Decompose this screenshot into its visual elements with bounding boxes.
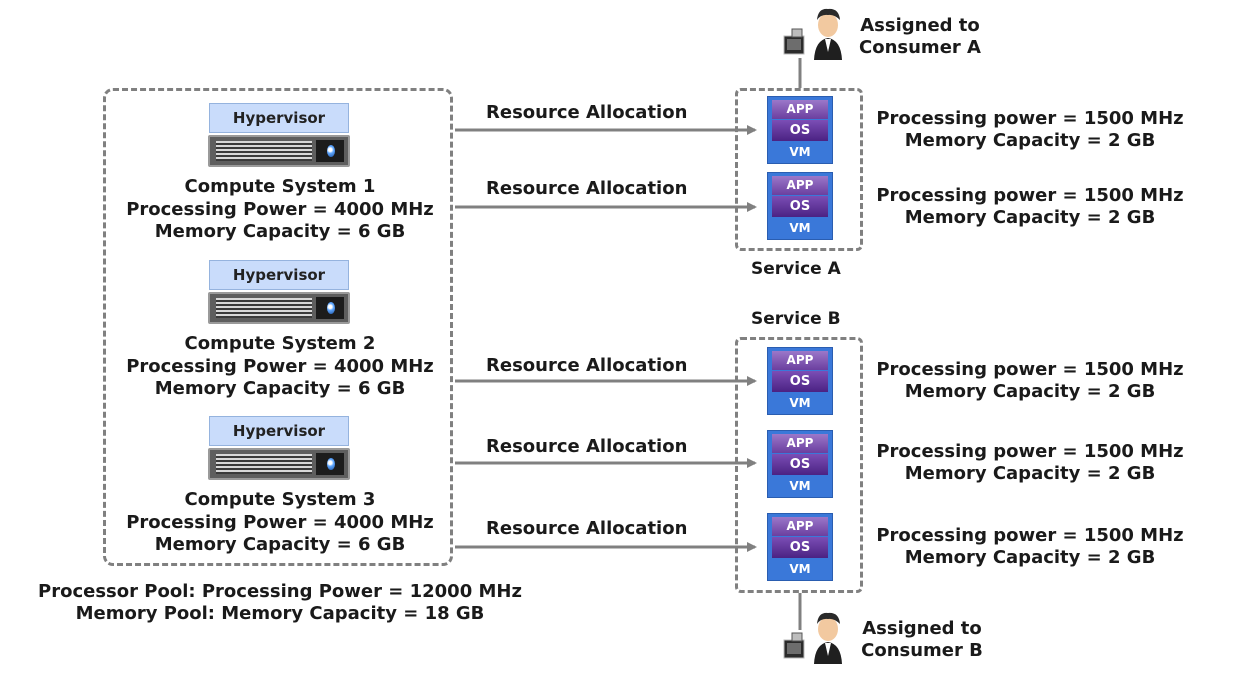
vm-processing: Processing power = 1500 MHz [876, 108, 1184, 129]
compute-system-memory: Memory Capacity = 6 GB [154, 534, 406, 555]
vm-os-layer: OS [772, 454, 828, 475]
vm-icon: APP OS VM [767, 96, 833, 164]
compute-system-info: Compute System 3 Processing Power = 4000… [100, 489, 460, 557]
vm-icon: APP OS VM [767, 430, 833, 498]
compute-system-info: Compute System 1 Processing Power = 4000… [100, 176, 460, 244]
allocation-label: Resource Allocation [486, 518, 688, 539]
vm-app-layer: APP [772, 176, 828, 195]
hypervisor-label: Hypervisor [209, 416, 349, 446]
vm-label: VM [789, 479, 811, 493]
allocation-label: Resource Allocation [486, 102, 688, 123]
consumer-b-label: Assigned to Consumer B [847, 618, 997, 662]
vm-icon: APP OS VM [767, 347, 833, 415]
vm-spec: Processing power = 1500 MHz Memory Capac… [864, 108, 1196, 152]
vm-app-layer: APP [772, 434, 828, 453]
resource-pool-box [103, 88, 453, 566]
vm-memory: Memory Capacity = 2 GB [904, 207, 1156, 228]
vm-app-layer: APP [772, 517, 828, 536]
consumer-b-line1: Assigned to [862, 618, 982, 639]
vm-spec: Processing power = 1500 MHz Memory Capac… [864, 525, 1196, 569]
vm-memory: Memory Capacity = 2 GB [904, 381, 1156, 402]
server-icon [208, 135, 350, 167]
compute-system-processing: Processing Power = 4000 MHz [126, 355, 434, 377]
vm-os-layer: OS [772, 196, 828, 217]
hypervisor-label: Hypervisor [209, 103, 349, 133]
vm-icon: APP OS VM [767, 172, 833, 240]
compute-system-processing: Processing Power = 4000 MHz [126, 511, 434, 533]
vm-label: VM [789, 145, 811, 159]
vm-app-layer: APP [772, 100, 828, 119]
consumer-a-line2: Consumer A [859, 37, 981, 58]
vm-label: VM [789, 562, 811, 576]
vm-os-layer: OS [772, 537, 828, 558]
compute-system-processing: Processing Power = 4000 MHz [126, 198, 434, 220]
compute-system-memory: Memory Capacity = 6 GB [154, 378, 406, 399]
service-b-box [735, 337, 863, 593]
vm-memory: Memory Capacity = 2 GB [904, 130, 1156, 151]
vm-os-layer: OS [772, 371, 828, 392]
vm-processing: Processing power = 1500 MHz [876, 359, 1184, 380]
vm-spec: Processing power = 1500 MHz Memory Capac… [864, 441, 1196, 485]
compute-system-name: Compute System 2 [184, 333, 376, 354]
vm-memory: Memory Capacity = 2 GB [904, 463, 1156, 484]
vm-icon: APP OS VM [767, 513, 833, 581]
allocation-label: Resource Allocation [486, 355, 688, 376]
consumer-a-line1: Assigned to [860, 15, 980, 36]
compute-system-info: Compute System 2 Processing Power = 4000… [100, 333, 460, 401]
vm-label: VM [789, 221, 811, 235]
memory-pool-text: Memory Pool: Memory Capacity = 18 GB [75, 603, 485, 624]
vm-spec: Processing power = 1500 MHz Memory Capac… [864, 185, 1196, 229]
vm-processing: Processing power = 1500 MHz [876, 185, 1184, 206]
server-icon [208, 292, 350, 324]
consumer-a-label: Assigned to Consumer A [845, 15, 995, 59]
server-icon [208, 448, 350, 480]
vm-os-layer: OS [772, 120, 828, 141]
vm-processing: Processing power = 1500 MHz [876, 441, 1184, 462]
service-a-box [735, 88, 863, 251]
allocation-label: Resource Allocation [486, 436, 688, 457]
compute-system-name: Compute System 1 [184, 176, 376, 197]
consumer-b-line2: Consumer B [861, 640, 983, 661]
vm-processing: Processing power = 1500 MHz [876, 525, 1184, 546]
vm-label: VM [789, 396, 811, 410]
vm-memory: Memory Capacity = 2 GB [904, 547, 1156, 568]
compute-system-memory: Memory Capacity = 6 GB [154, 221, 406, 242]
vm-app-layer: APP [772, 351, 828, 370]
service-a-label: Service A [751, 259, 841, 279]
vm-spec: Processing power = 1500 MHz Memory Capac… [864, 359, 1196, 403]
pool-summary: Processor Pool: Processing Power = 12000… [20, 581, 540, 625]
compute-system-name: Compute System 3 [184, 489, 376, 510]
service-b-label: Service B [751, 309, 841, 329]
allocation-label: Resource Allocation [486, 178, 688, 199]
hypervisor-label: Hypervisor [209, 260, 349, 290]
processor-pool-text: Processor Pool: Processing Power = 12000… [38, 581, 522, 602]
